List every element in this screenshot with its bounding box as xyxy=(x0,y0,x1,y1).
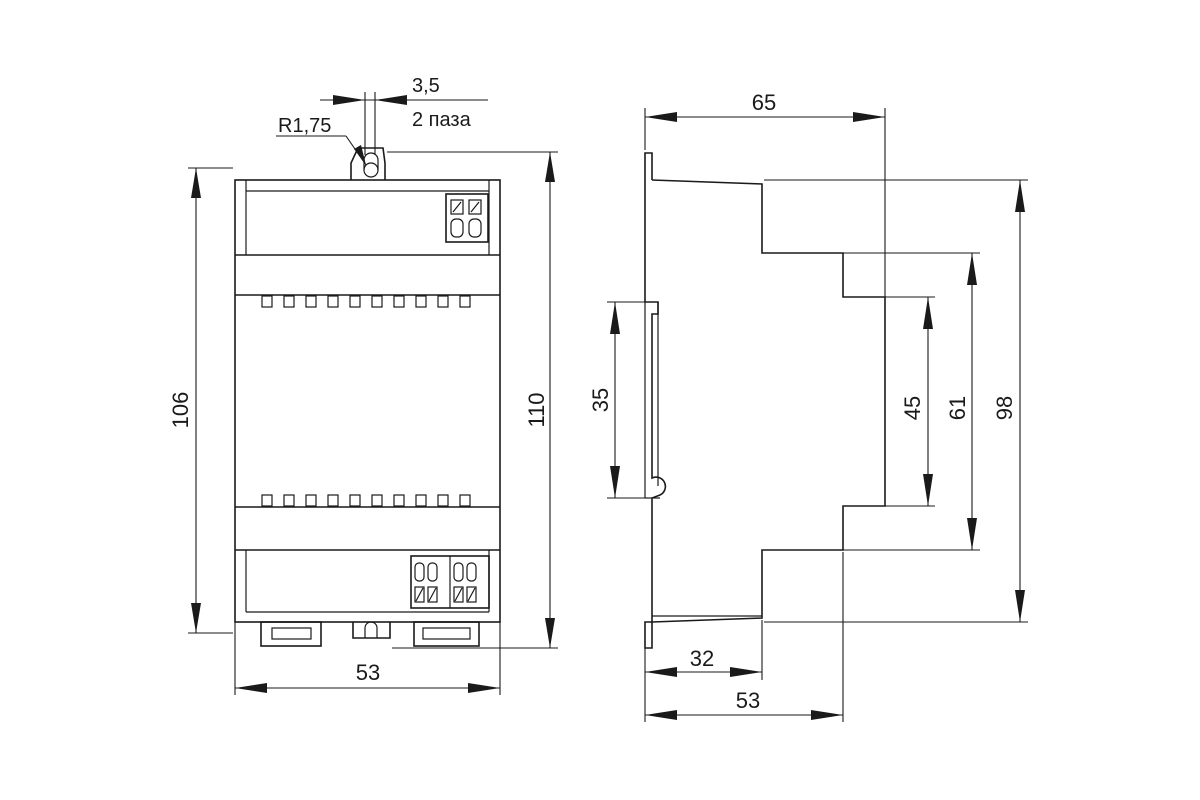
din-clip-outline xyxy=(644,152,667,649)
bottom-latch-left xyxy=(260,621,322,647)
dim-35 xyxy=(607,301,652,499)
bottom-terminal-connector xyxy=(410,555,490,609)
side-view: 65 35 45 61 xyxy=(588,90,1028,722)
radius-leader xyxy=(276,135,367,166)
dim-53-front-label: 53 xyxy=(356,660,380,685)
dim-106 xyxy=(188,167,233,634)
dim-45 xyxy=(845,296,935,507)
dim-53-side xyxy=(645,552,844,722)
top-mounting-tab xyxy=(350,147,386,180)
bottom-latch-right xyxy=(413,621,480,647)
dim-98-label: 98 xyxy=(992,396,1017,420)
dim-32 xyxy=(644,620,763,722)
dim-106-label: 106 xyxy=(168,392,193,429)
upper-vents xyxy=(261,295,471,308)
top-terminal-connector xyxy=(445,193,489,243)
radius-label: R1,75 xyxy=(278,115,331,137)
dim-32-label: 32 xyxy=(690,646,714,671)
dim-65-label: 65 xyxy=(752,90,776,115)
dim-35-label: 35 xyxy=(588,388,613,412)
dim-98 xyxy=(764,179,1028,623)
front-view: 106 110 53 3,5 2 паза xyxy=(168,75,558,695)
dim-65 xyxy=(644,108,886,297)
bottom-latch-left-slot xyxy=(271,627,312,640)
front-body-outline xyxy=(234,179,501,623)
dim-45-label: 45 xyxy=(900,396,925,420)
lower-vents xyxy=(261,494,471,507)
dim-53-side-label: 53 xyxy=(736,688,760,713)
dim-slot-width xyxy=(320,92,488,155)
dim-61-label: 61 xyxy=(945,396,970,420)
dim-53-front xyxy=(234,622,501,695)
slot-count-label: 2 паза xyxy=(412,109,472,131)
bottom-mounting-tab xyxy=(352,621,391,639)
bottom-latch-right-slot xyxy=(422,627,471,640)
dim-slot-width-label: 3,5 xyxy=(412,75,440,97)
dim-61 xyxy=(764,252,980,551)
side-profile-outline xyxy=(651,179,886,623)
dim-110-label: 110 xyxy=(524,392,549,427)
dim-110 xyxy=(387,151,558,649)
